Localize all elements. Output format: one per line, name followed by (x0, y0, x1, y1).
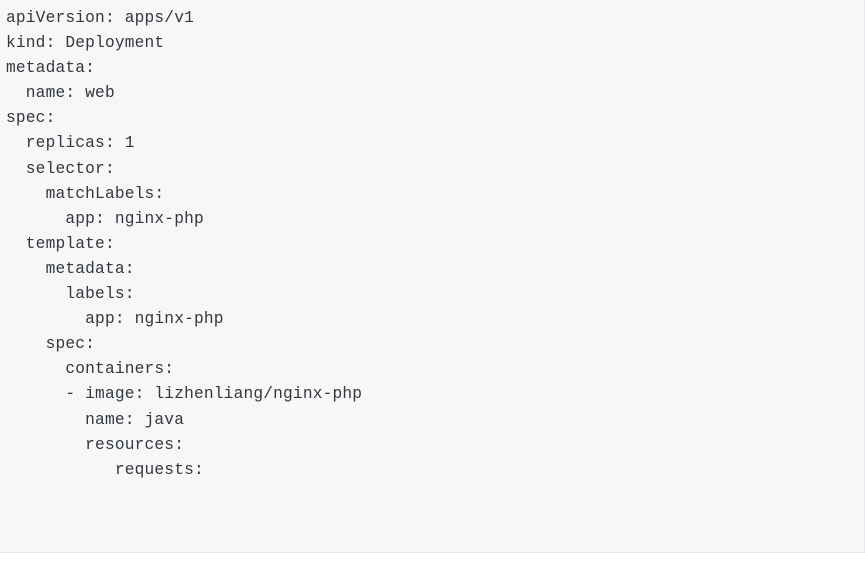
code-line: kind: Deployment (6, 34, 165, 53)
code-line: selector: (6, 159, 115, 178)
code-line: labels: (6, 285, 135, 304)
code-line: replicas: 1 (6, 134, 135, 153)
code-line: name: java (6, 410, 185, 429)
code-line: apiVersion: apps/v1 (6, 9, 194, 27)
code-line-list: apiVersion: apps/v1 kind: Deployment metad… (0, 6, 864, 483)
code-line: name: web (6, 84, 115, 103)
code-line: metadata: (6, 59, 96, 78)
code-line: matchLabels: (6, 184, 165, 203)
code-line: requests: (6, 460, 204, 479)
yaml-code-block[interactable]: apiVersion: apps/v1 kind: Deployment metad… (0, 0, 865, 553)
code-line: metadata: (6, 259, 135, 278)
code-line: app: nginx-php (6, 310, 224, 329)
code-line: spec: (6, 109, 56, 128)
code-line: spec: (6, 335, 96, 354)
code-line: containers: (6, 360, 175, 379)
code-line: template: (6, 234, 115, 253)
code-line: resources: (6, 435, 185, 454)
code-line: - image: lizhenliang/nginx-php (6, 385, 363, 404)
code-line: app: nginx-php (6, 209, 204, 228)
